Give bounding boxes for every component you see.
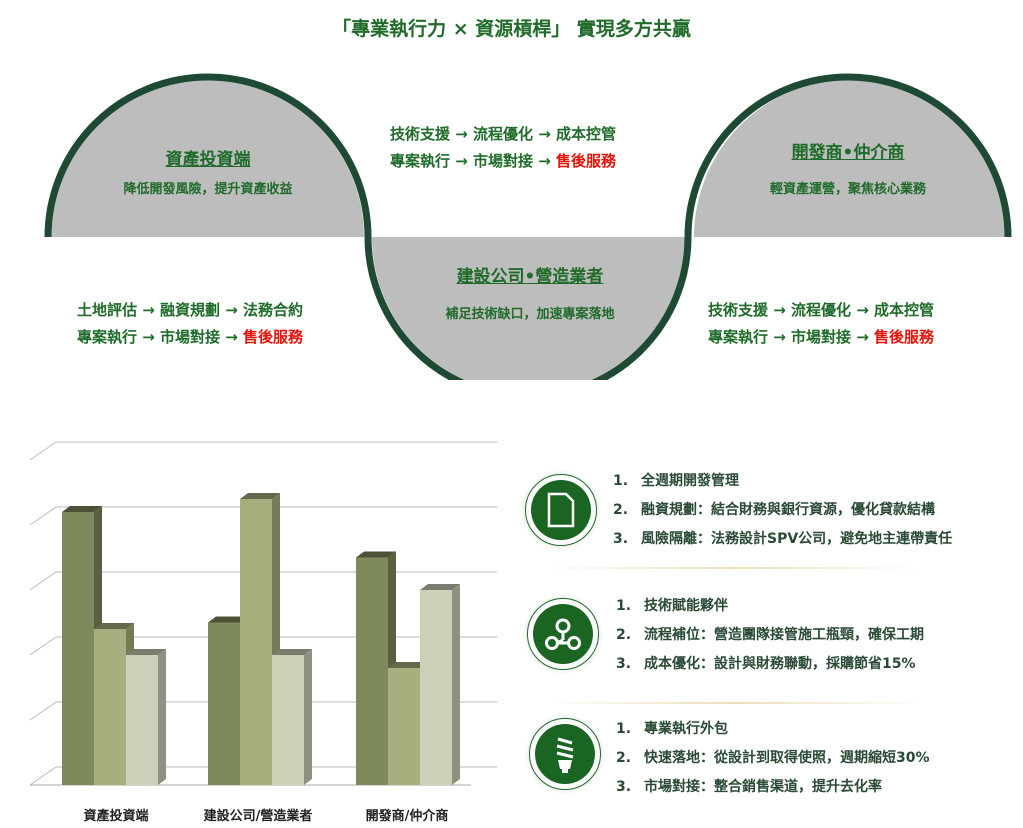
feature-icon-circle xyxy=(525,474,597,546)
item-number: 1. xyxy=(616,721,632,737)
flow-highlight: 售後服務 xyxy=(243,328,304,346)
bar xyxy=(208,622,240,785)
feature-list-3: 1. 專業執行外包 2. 快速落地：從設計到取得使照，週期縮短30% 3. 市場對接：… xyxy=(616,715,930,802)
gridline xyxy=(29,766,57,786)
flow-line-1: 技術支援 → 流程優化 → 成本控管 xyxy=(390,125,617,143)
item-number: 2. xyxy=(616,750,632,766)
bar-chart xyxy=(29,441,497,786)
segment-title-asset: 資產投資端 xyxy=(165,150,251,170)
bar-top xyxy=(94,623,134,629)
flow-line-1: 土地評估 → 融資規劃 → 法務合約 xyxy=(77,301,304,319)
item-number: 1. xyxy=(613,473,629,489)
bar-side xyxy=(452,584,460,785)
divider xyxy=(545,702,925,704)
list-item: 融資規劃：結合財務與銀行資源，優化貸款結構 xyxy=(641,502,935,518)
list-item: 快速落地：從設計到取得使照，週期縮短30% xyxy=(644,750,930,766)
segment-desc-developer: 輕資產運營，聚焦核心業務 xyxy=(769,182,926,197)
asset-dome xyxy=(48,79,364,237)
flow-asset: 土地評估 → 融資規劃 → 法務合約 專案執行 → 市場對接 → 售後服務 xyxy=(77,297,303,351)
gridline xyxy=(29,506,57,526)
feature-icon-circle xyxy=(527,598,599,670)
document-icon xyxy=(547,492,575,528)
item-number: 1. xyxy=(616,598,632,614)
flow-builder: 技術支援 → 流程優化 → 成本控管 專案執行 → 市場對接 → 售後服務 xyxy=(390,121,616,175)
page-title: 「專業執行力 × 資源槓桿」 實現多方共贏 xyxy=(332,18,691,40)
bar xyxy=(240,499,272,785)
item-number: 2. xyxy=(613,502,629,518)
developer-dome xyxy=(694,79,1010,237)
list-item: 流程補位：營造團隊接管施工瓶頸，確保工期 xyxy=(644,627,924,643)
bar xyxy=(356,557,388,785)
gridline xyxy=(29,701,57,721)
bar-top xyxy=(272,649,312,655)
gridline xyxy=(29,636,57,656)
bar xyxy=(62,512,94,785)
builder-bowl xyxy=(372,237,686,380)
bar xyxy=(94,629,126,785)
bar-top xyxy=(356,551,396,558)
gridline xyxy=(29,571,57,591)
bar xyxy=(388,668,420,785)
x-label: 開發商/仲介商 xyxy=(365,809,449,824)
flow-highlight: 售後服務 xyxy=(556,152,617,170)
flow-highlight: 售後服務 xyxy=(874,328,935,346)
segment-desc-builder: 補足技術缺口，加速專案落地 xyxy=(445,307,615,322)
list-item: 市場對接：整合銷售渠道，提升去化率 xyxy=(644,779,882,795)
x-label: 資產投資端 xyxy=(83,809,149,824)
divider xyxy=(545,567,925,569)
feature-list-2: 1. 技術賦能夥伴 2. 流程補位：營造團隊接管施工瓶頸，確保工期 3. 成本優化：設… xyxy=(616,592,924,679)
segment-desc-asset: 降低開發風險，提升資產收益 xyxy=(123,182,293,197)
item-number: 3. xyxy=(616,656,632,672)
list-item: 成本優化：設計與財務聯動，採購節省15% xyxy=(644,656,916,672)
feature-icon-circle xyxy=(529,718,601,790)
s-curve-diagram xyxy=(44,73,1012,380)
bar-side xyxy=(304,649,312,785)
flow-line-1: 技術支援 → 流程優化 → 成本控管 xyxy=(708,301,935,319)
flow-line-2: 專案執行 → 市場對接 → xyxy=(77,328,244,346)
bar-side xyxy=(158,649,166,785)
bar-top xyxy=(420,584,460,590)
bar-top xyxy=(208,616,248,623)
segment-title-developer: 開發商•仲介商 xyxy=(791,143,905,163)
bar xyxy=(420,590,452,785)
flow-line-2: 專案執行 → 市場對接 → xyxy=(390,152,557,170)
bar-top xyxy=(240,493,280,499)
list-item: 技術賦能夥伴 xyxy=(644,598,728,614)
list-item: 全週期開發管理 xyxy=(641,473,739,489)
flow-developer: 技術支援 → 流程優化 → 成本控管 專案執行 → 市場對接 → 售後服務 xyxy=(708,297,934,351)
list-item: 專業執行外包 xyxy=(644,721,728,737)
flow-line-2: 專案執行 → 市場對接 → xyxy=(708,328,875,346)
feature-list-1: 1. 全週期開發管理 2. 融資規劃：結合財務與銀行資源，優化貸款結構 3. 風險隔離… xyxy=(613,467,952,554)
bar-top xyxy=(126,649,166,655)
bar xyxy=(126,655,158,785)
gridline xyxy=(29,441,57,461)
segment-title-builder: 建設公司•營造業者 xyxy=(456,267,604,287)
item-number: 2. xyxy=(616,627,632,643)
s-curve-line xyxy=(44,73,1012,380)
item-number: 3. xyxy=(616,779,632,795)
bar xyxy=(272,655,304,785)
x-label: 建設公司/營造業者 xyxy=(203,809,313,824)
network-icon xyxy=(545,618,581,650)
lightbulb-icon xyxy=(556,737,574,773)
item-number: 3. xyxy=(613,531,629,547)
bar-top xyxy=(62,506,102,512)
bar-top xyxy=(388,662,428,668)
list-item: 風險隔離：法務設計SPV公司，避免地主連帶責任 xyxy=(641,531,953,547)
